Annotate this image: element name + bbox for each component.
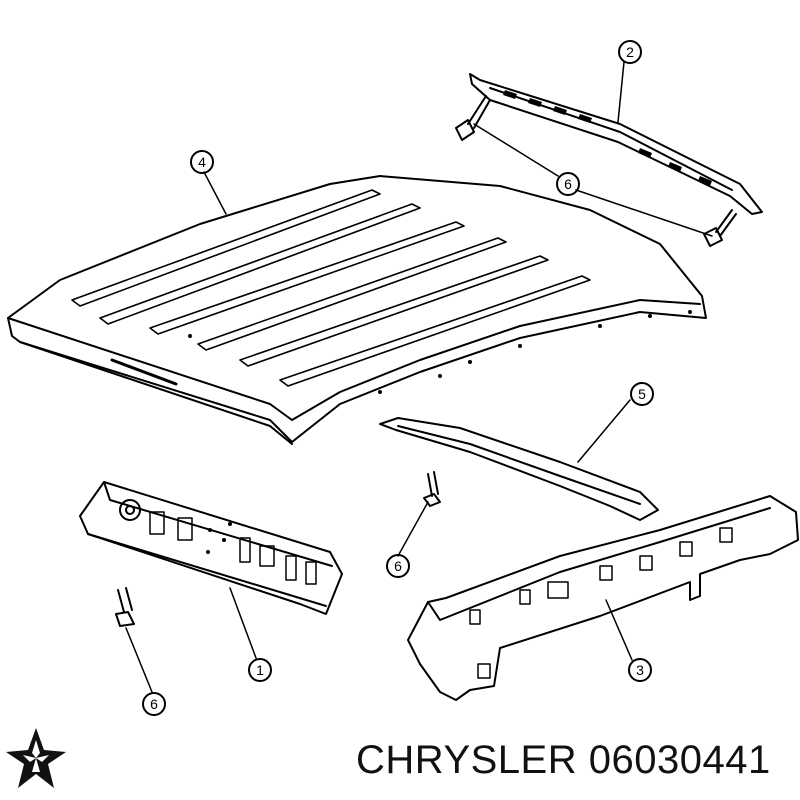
fastener-push-pin-3 [423,471,441,507]
part-caption: CHRYSLER 06030441 [356,738,771,783]
callout-6b-circle [386,554,410,578]
callout-6a-label: 6 [564,176,572,192]
callout-6b-label: 6 [394,558,402,574]
roof-side-rail [407,495,799,701]
callout-3-circle [628,658,652,682]
chrysler-pentastar-logo [6,728,66,788]
part-number: 06030441 [588,738,771,782]
callout-4-label: 4 [198,154,206,170]
callout-1-label: 1 [256,662,264,678]
callout-5-circle [630,382,654,406]
leader-lines [125,61,713,693]
callout-5-label: 5 [638,386,646,402]
callout-2-label: 2 [626,44,634,60]
callout-1-circle [248,658,272,682]
roof-bow [379,417,659,521]
rear-roof-header [79,481,343,615]
fastener-push-pin-4 [115,587,135,627]
callout-3-label: 3 [636,662,644,678]
brand-name: CHRYSLER [356,738,578,782]
fastener-push-pin-1 [455,95,491,141]
callout-circles [142,40,654,716]
front-roof-header [469,73,763,215]
callout-6c-label: 6 [150,696,158,712]
callout-6a-circle [556,172,580,196]
roof-panel [7,175,707,445]
callout-4-circle [190,150,214,174]
callout-2-circle [618,40,642,64]
fastener-push-pin-2 [703,209,737,247]
callout-6c-circle [142,692,166,716]
